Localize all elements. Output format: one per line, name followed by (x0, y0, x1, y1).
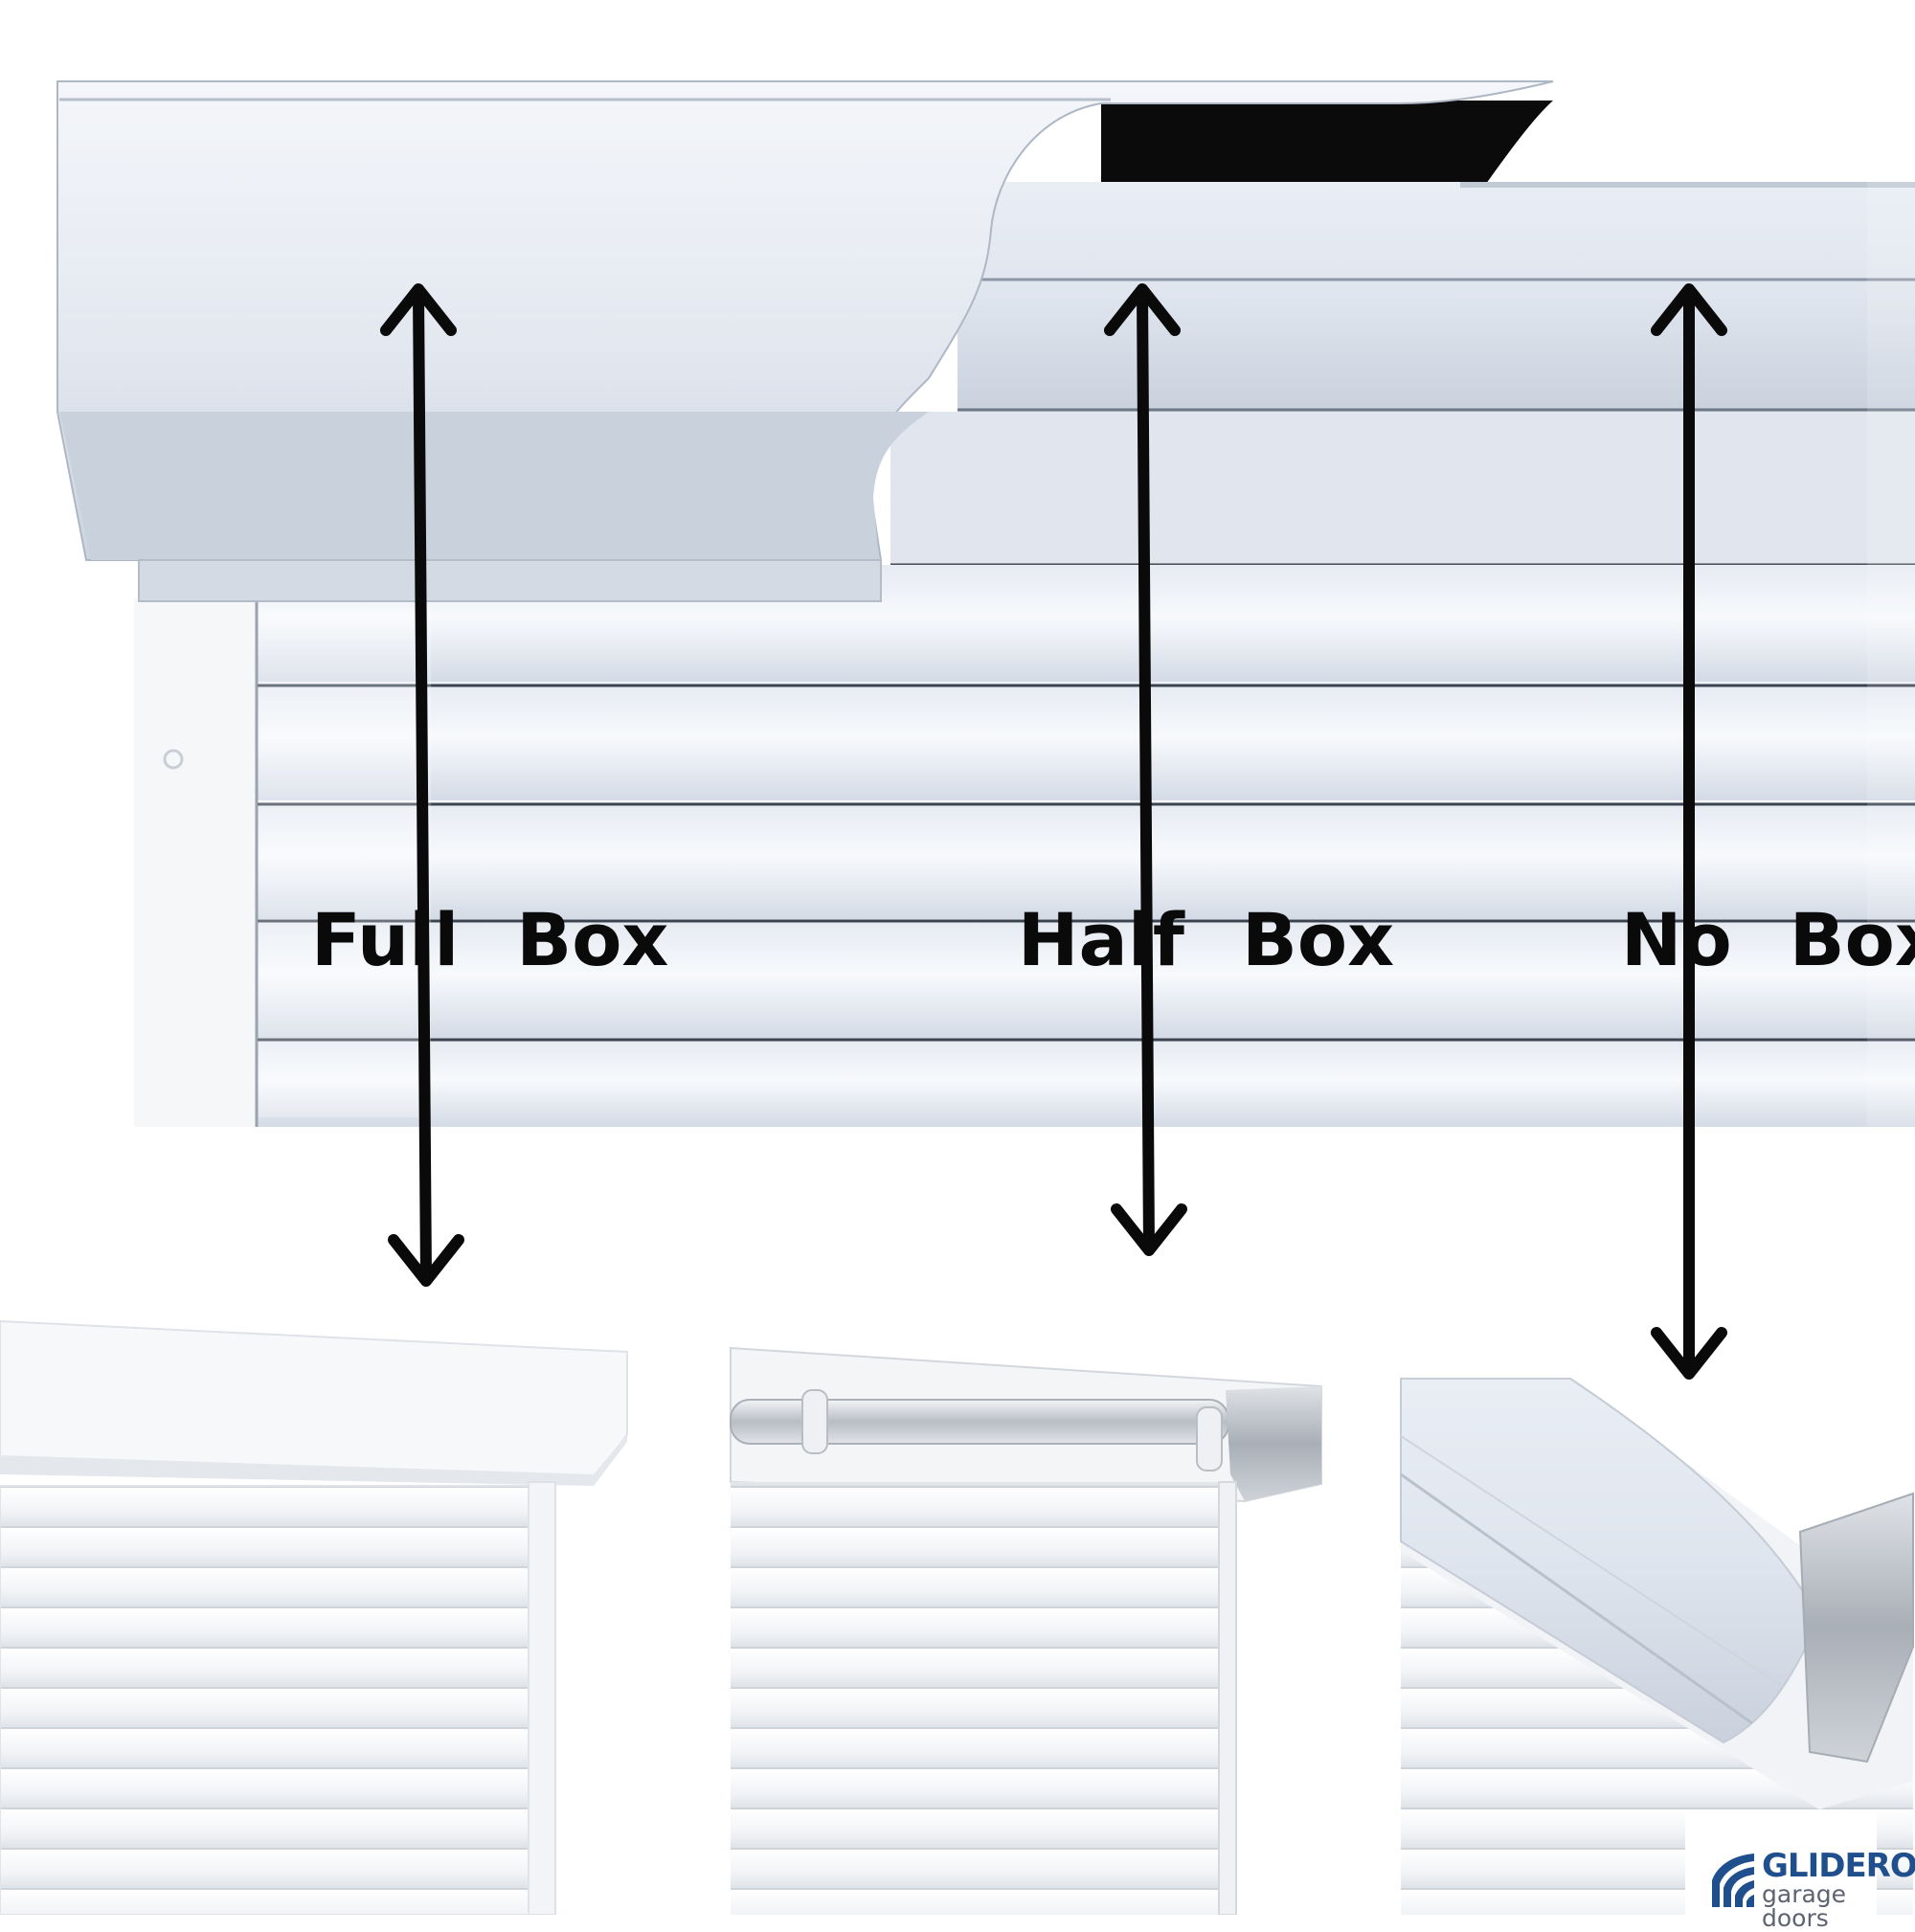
height-arrows (380, 283, 1727, 1380)
no-box-arrow-icon (1651, 283, 1727, 1380)
top-illustration (56, 80, 1915, 1127)
gliderol-stripes-icon (1712, 1853, 1754, 1907)
half-box-photo (730, 1346, 1322, 1915)
drum-body (890, 182, 1915, 567)
box-interior-shadow (1101, 101, 1553, 184)
gliderol-logo: GLIDEROL garage doors (1708, 1847, 1915, 1930)
door-slats (255, 565, 1915, 1127)
half-box-label-word-1: Half (1017, 897, 1184, 982)
full-box-label: Full Box (260, 831, 669, 982)
full-box-label-word-1: Full (310, 897, 460, 982)
side-frame (134, 598, 257, 1127)
no-box-label-word-2: Box (1789, 897, 1915, 982)
half-box-label-word-2: Box (1241, 897, 1395, 982)
half-box-arrow-icon (1104, 283, 1187, 1256)
logo-tagline-text: garage doors (1762, 1880, 1847, 1932)
frame-screw (163, 749, 184, 770)
logo-brand-text: GLIDEROL (1762, 1847, 1915, 1885)
full-box-arrow-icon (380, 283, 464, 1287)
full-box-photo (0, 1319, 628, 1915)
full-box-label-word-2: Box (516, 897, 669, 982)
no-box-label: NoBox (1570, 831, 1915, 977)
no-box-label-word-1: No (1620, 897, 1732, 982)
no-box-photo (1400, 1378, 1914, 1915)
full-box-cover (56, 80, 1554, 602)
